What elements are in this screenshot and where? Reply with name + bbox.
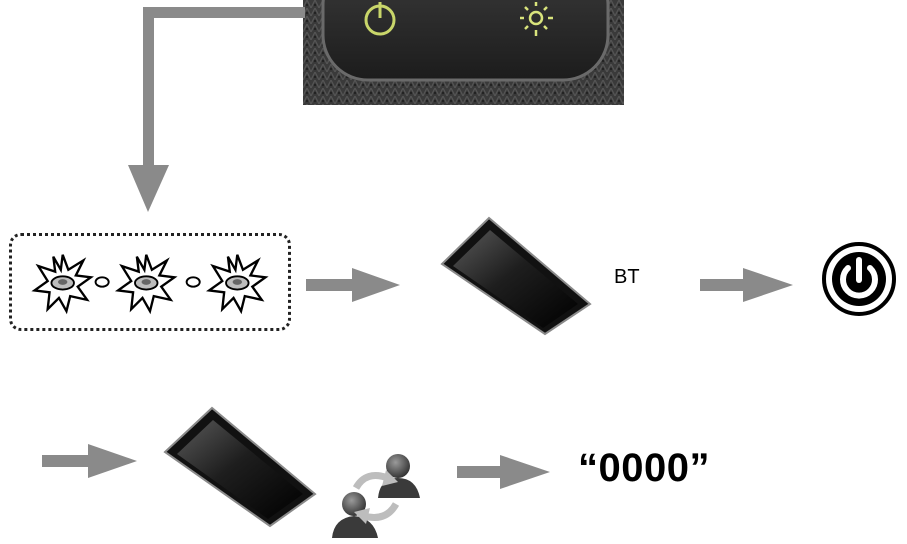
- flashing-led-icon: [31, 254, 94, 315]
- led-off-icon: [94, 276, 110, 288]
- arrow-1-shaft: [306, 279, 354, 291]
- power-icon: [364, 2, 396, 36]
- arrow-3-head: [88, 444, 137, 478]
- power-button-icon: [822, 242, 896, 316]
- pin-code-label: “0000”: [578, 446, 710, 490]
- arrow-head-down: [128, 165, 169, 212]
- led-indicator-box: [9, 233, 291, 331]
- arrow-3-shaft: [42, 455, 90, 467]
- arrow-connector-horizontal: [143, 7, 305, 18]
- tablet-icon: [163, 406, 317, 528]
- arrow-4-head: [500, 455, 550, 489]
- sync-users-icon: [332, 454, 420, 538]
- arrow-2-head: [743, 268, 793, 302]
- tablet-icon: [440, 216, 592, 336]
- flashing-led-icon: [206, 254, 269, 315]
- arrow-4-shaft: [457, 466, 502, 478]
- brightness-icon: [520, 2, 553, 36]
- device-panel-photo: [303, 0, 624, 105]
- arrow-connector-vertical: [143, 7, 154, 167]
- arrow-2-shaft: [700, 279, 745, 291]
- led-off-icon: [185, 276, 201, 288]
- bluetooth-label: BT: [614, 266, 640, 288]
- flashing-led-icon: [114, 254, 178, 315]
- arrow-1-head: [352, 268, 400, 302]
